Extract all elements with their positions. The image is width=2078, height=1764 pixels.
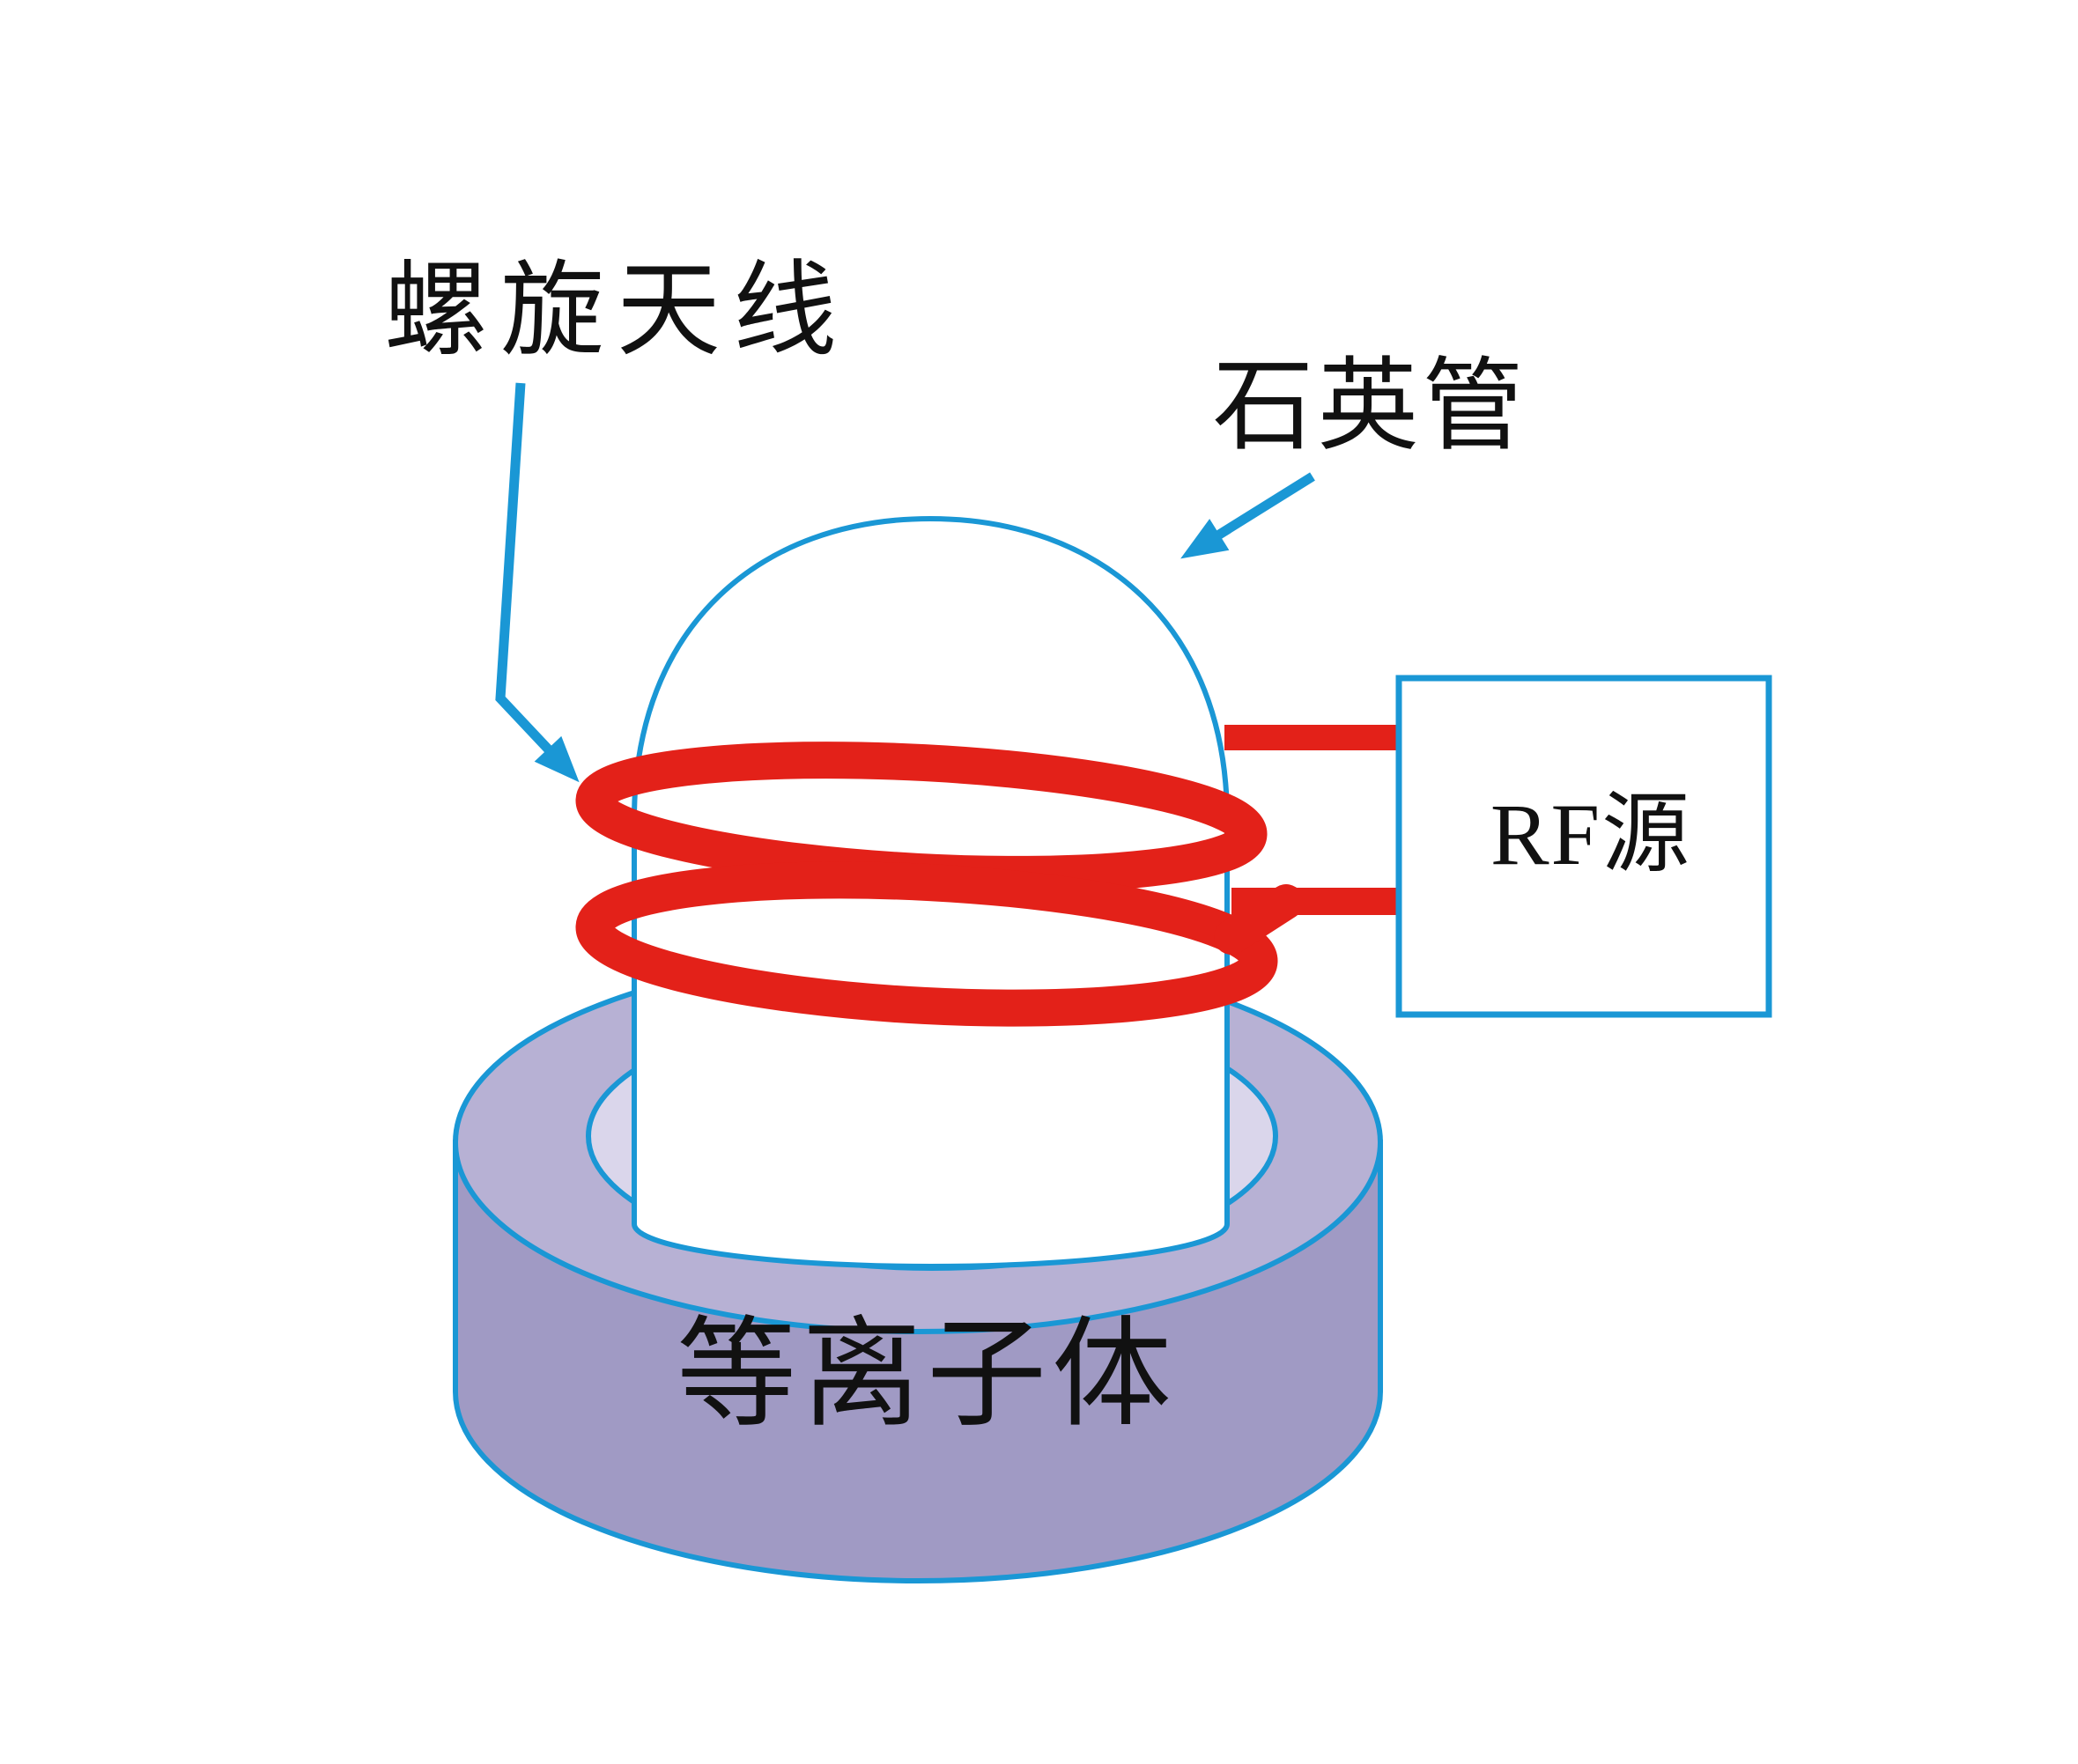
antenna-label: 螺旋天线 (384, 254, 849, 369)
quartz-tube-callout-arrow (1180, 472, 1315, 559)
quartz-tube-label: 石英管 (1212, 351, 1527, 462)
helical-antenna (575, 725, 1402, 1027)
rf-source-box (1395, 675, 1772, 1018)
rf-source-label: RF源 (1490, 786, 1691, 883)
rf-feed-line-top (1224, 725, 1402, 750)
antenna-callout-arrow (495, 382, 580, 783)
plasma-label: 等离子体 (677, 1310, 1177, 1442)
rf-feed-line-bottom (1231, 888, 1402, 915)
antenna-coil-turn-2 (575, 861, 1278, 1027)
